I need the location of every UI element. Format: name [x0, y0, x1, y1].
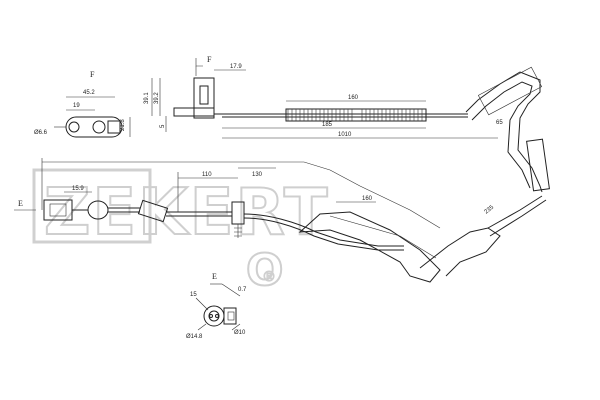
dim-130: 130 [252, 172, 263, 178]
protective-sleeve [285, 108, 427, 122]
dim-0-7: 0.7 [238, 287, 247, 293]
watermark-logo: ZEKERT O ® [32, 168, 330, 297]
mount-hole [68, 121, 80, 133]
dim-19: 19 [73, 103, 80, 109]
cable-grommet [87, 200, 109, 220]
dim-160-mid: 160 [362, 196, 373, 202]
connector-end-view-e: E 0.7 15 Ø14.8 Ø10 [186, 272, 247, 340]
dim-39-2: 39.2 [154, 92, 160, 104]
arrow-label-e-left: E [18, 199, 23, 208]
watermark-registered: ® [262, 269, 276, 285]
dim-65: 65 [496, 120, 503, 126]
bracket-lower [298, 211, 441, 283]
dim-39-1: 39.1 [144, 92, 150, 104]
view-label-e: E [212, 272, 217, 281]
dim-45-2: 45.2 [83, 90, 95, 96]
mounting-bracket-top: 65 [465, 66, 550, 193]
dim-185: 185 [322, 122, 333, 128]
connector-face [203, 305, 225, 327]
dim-15-9: 15.9 [72, 186, 84, 192]
connector-body [65, 116, 123, 138]
dim-5: 5 [160, 124, 166, 128]
dim-1010: 1010 [338, 132, 352, 138]
logo-box [32, 168, 152, 244]
watermark-brand: ZEKERT [44, 176, 330, 250]
dim-160-top: 160 [348, 95, 359, 101]
cable-clip [137, 199, 169, 223]
connector-end-view-f: F 45.2 19 Ø6.6 21.8 [34, 70, 131, 138]
arrow-label-f: F [207, 55, 212, 64]
dim-14-8: Ø14.8 [186, 334, 203, 340]
sensor-head-side-view: F 17.9 39.1 39.2 5 [144, 55, 246, 132]
view-label-f: F [90, 70, 95, 79]
dim-6-6: Ø6.6 [34, 130, 48, 136]
sensor-tab [107, 120, 121, 134]
sensor-hole [92, 120, 106, 134]
dim-21-8: 21.8 [120, 119, 126, 131]
watermark-o-glyph: O [246, 245, 285, 296]
dim-235: 235 [484, 204, 496, 215]
dim-110: 110 [202, 172, 212, 178]
lower-harness: E 15.9 110 130 160 235 [14, 158, 547, 283]
dim-15: 15 [190, 292, 197, 298]
dim-10: Ø10 [234, 330, 246, 336]
sensor-head [193, 77, 215, 119]
main-cable: 160 185 1010 [222, 95, 498, 139]
dim-17-9: 17.9 [230, 64, 242, 70]
